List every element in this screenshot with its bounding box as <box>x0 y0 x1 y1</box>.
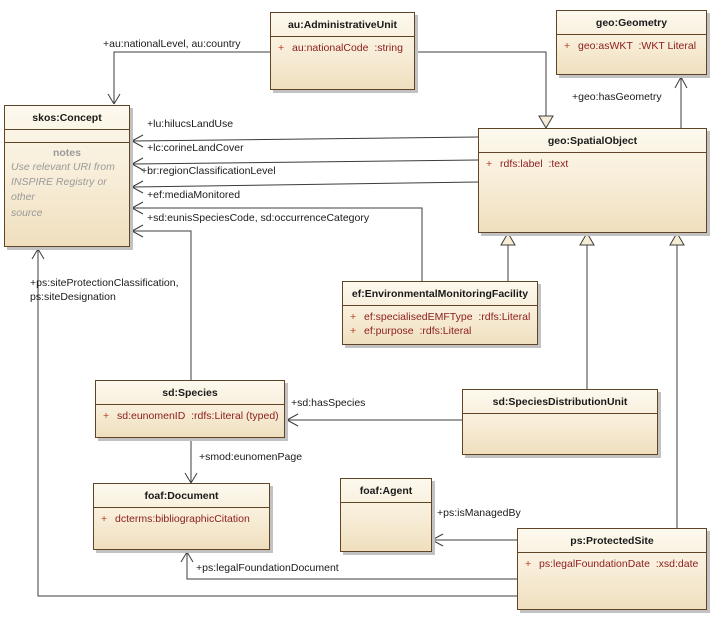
label-lu-hilucs: +lu:hilucsLandUse <box>147 118 234 130</box>
class-title: skos:Concept <box>5 106 129 130</box>
label-au-national: +au:nationalLevel, au:country <box>103 38 241 50</box>
label-lc-corine: +lc:corineLandCover <box>147 142 244 154</box>
label-ps-legal-foundation-document: +ps:legalFoundationDocument <box>196 562 339 574</box>
connector-media-monitored[interactable] <box>131 201 423 281</box>
class-geo-geometry[interactable]: geo:Geometry +geo:asWKT :WKT Literal <box>556 10 707 75</box>
connector-legal-foundation-document[interactable] <box>180 551 517 580</box>
label-smod-eunomen-page: +smod:eunomenPage <box>199 451 303 463</box>
class-attribute: +au:nationalCode :string <box>278 42 403 54</box>
connector-has-species[interactable] <box>286 413 462 427</box>
class-attribute: +ef:purpose :rdfs:Literal <box>350 325 472 337</box>
connector-protected-site-generalization[interactable] <box>669 232 685 528</box>
class-attribute: +geo:asWKT :WKT Literal <box>564 40 697 52</box>
connector-is-managed-by[interactable] <box>431 533 517 547</box>
notes-body: Use relevant URI from INSPIRE Registry o… <box>11 161 115 219</box>
class-attribute: +ps:legalFoundationDate :xsd:date <box>525 558 699 570</box>
connector-region-classification-level[interactable] <box>131 180 479 194</box>
class-attribute: +rdfs:label :text <box>486 158 569 170</box>
class-geo-spatial-object[interactable]: geo:SpatialObject +rdfs:label :text <box>478 128 707 233</box>
class-foaf-document[interactable]: foaf:Document +dcterms:bibliographicCita… <box>93 483 270 550</box>
attributes-compartment <box>5 130 129 143</box>
class-ps-protected-site[interactable]: ps:ProtectedSite +ps:legalFoundationDate… <box>517 528 707 610</box>
connector-eunomen-page[interactable] <box>184 438 198 484</box>
connector-corine-land-cover[interactable] <box>131 157 479 171</box>
connector-has-geometry[interactable] <box>674 76 688 128</box>
label-sd-has-species: +sd:hasSpecies <box>291 397 366 409</box>
class-sd-species-distribution-unit[interactable]: sd:SpeciesDistributionUnit <box>462 389 658 455</box>
class-title: ps:ProtectedSite <box>518 529 706 553</box>
class-title: foaf:Document <box>94 484 269 508</box>
label-br-region: +br:regionClassificationLevel <box>141 165 276 177</box>
class-skos-concept[interactable]: skos:Concept notes Use relevant URI from… <box>4 105 130 247</box>
connector-eunis-species-code[interactable] <box>131 224 192 380</box>
notes-heading: notes <box>52 147 81 159</box>
class-attribute: +ef:specialisedEMFType :rdfs:Literal <box>350 311 531 323</box>
label-geo-has-geometry: +geo:hasGeometry <box>572 91 662 103</box>
label-ps-is-managed-by: +ps:isManagedBy <box>437 507 521 519</box>
connector-au-national[interactable] <box>107 51 270 105</box>
connector-site-protection-classification[interactable] <box>31 248 517 597</box>
class-au-administrative-unit[interactable]: au:AdministrativeUnit +au:nationalCode :… <box>270 12 415 90</box>
label-ef-media: +ef:mediaMonitored <box>147 189 241 201</box>
connector-emf-generalization[interactable] <box>500 232 516 281</box>
class-title: geo:SpatialObject <box>479 129 706 153</box>
connector-sdu-generalization[interactable] <box>579 232 595 389</box>
class-title: sd:Species <box>96 381 284 405</box>
class-attribute: +dcterms:bibliographicCitation <box>101 513 250 525</box>
class-ef-environmental-monitoring-facility[interactable]: ef:EnvironmentalMonitoringFacility +ef:s… <box>342 281 538 345</box>
class-title: sd:SpeciesDistributionUnit <box>463 390 657 414</box>
class-sd-species[interactable]: sd:Species +sd:eunomenID :rdfs:Literal (… <box>95 380 285 438</box>
class-title: au:AdministrativeUnit <box>271 13 414 37</box>
connector-au-generalization[interactable] <box>414 51 554 129</box>
class-title: geo:Geometry <box>557 11 706 35</box>
label-sd-eunis: +sd:eunisSpeciesCode, sd:occurrenceCateg… <box>147 212 370 224</box>
class-foaf-agent[interactable]: foaf:Agent <box>340 478 432 552</box>
class-attribute: +sd:eunomenID :rdfs:Literal (typed) <box>103 410 279 422</box>
class-title: foaf:Agent <box>341 479 431 503</box>
label-ps-site-classification: +ps:siteProtectionClassification, ps:sit… <box>30 277 179 304</box>
class-title: ef:EnvironmentalMonitoringFacility <box>343 282 537 306</box>
connector-hilucs-land-use[interactable] <box>131 134 479 148</box>
